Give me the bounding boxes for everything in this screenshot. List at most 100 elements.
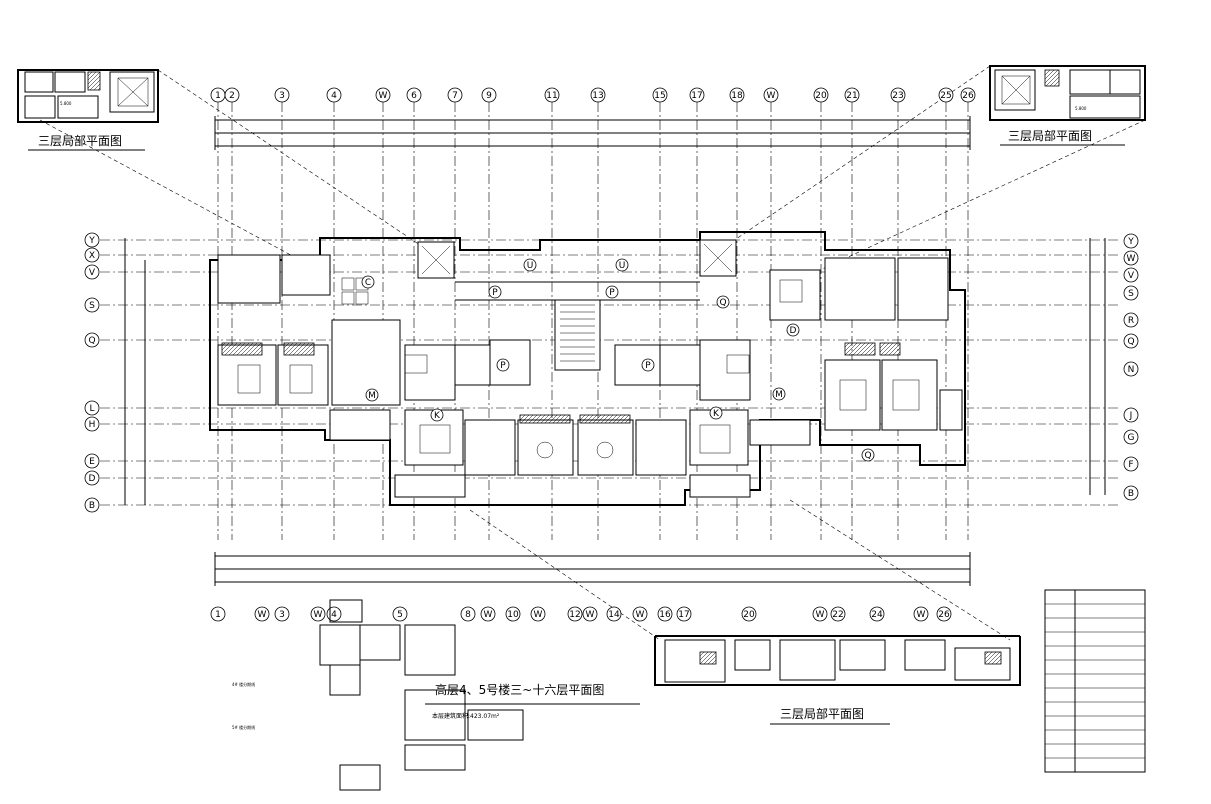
axis-bubble-right: R	[1123, 312, 1139, 328]
axis-bubble-left: Y	[84, 232, 100, 248]
room-bubble: Q	[716, 295, 730, 309]
svg-text:B: B	[89, 501, 95, 511]
axis-bubble-left: V	[84, 264, 100, 280]
axis-bubble-left: D	[84, 470, 100, 486]
axis-bubble-left: X	[84, 247, 100, 263]
svg-text:P: P	[500, 361, 506, 371]
axis-bubble-right: G	[1123, 429, 1139, 445]
svg-text:U: U	[619, 261, 626, 271]
svg-text:11: 11	[546, 91, 557, 101]
axis-bubble-bottom: W	[632, 606, 648, 622]
axis-bubble-right: N	[1123, 361, 1139, 377]
svg-text:24: 24	[871, 610, 883, 620]
partial-plan-title-bottom: 三层局部平面图	[780, 706, 864, 721]
svg-text:4# 楼分期线: 4# 楼分期线	[232, 681, 255, 687]
axis-bubble-bottom: W	[310, 606, 326, 622]
svg-text:M: M	[775, 390, 783, 400]
svg-text:5.800: 5.800	[1075, 106, 1087, 111]
svg-text:W: W	[767, 91, 776, 101]
svg-text:5.800: 5.800	[60, 101, 72, 106]
svg-text:Q: Q	[719, 298, 726, 308]
svg-text:W: W	[534, 610, 543, 620]
axis-bubble-bottom: W	[254, 606, 270, 622]
svg-text:8: 8	[465, 610, 471, 620]
room-bubble: K	[430, 408, 444, 422]
room-bubble: C	[361, 275, 375, 289]
svg-text:G: G	[1128, 433, 1135, 443]
axis-bubble-right: J	[1123, 407, 1139, 423]
axis-bubble-top: 1	[210, 87, 226, 103]
axis-bubble-bottom: 12	[567, 606, 583, 622]
axis-bubble-left: B	[84, 497, 100, 513]
axis-bubble-top: 3	[274, 87, 290, 103]
svg-text:K: K	[434, 411, 441, 421]
svg-text:17: 17	[691, 91, 702, 101]
axis-bubble-top: 25	[938, 87, 954, 103]
axis-bubble-bottom: W	[582, 606, 598, 622]
svg-text:20: 20	[743, 610, 755, 620]
axis-bubble-bottom: 5	[392, 606, 408, 622]
partial-plan-top-left: 5.800	[17, 69, 159, 123]
svg-text:U: U	[527, 261, 534, 271]
svg-text:26: 26	[938, 610, 950, 620]
axis-bubble-top: 23	[890, 87, 906, 103]
svg-text:16: 16	[659, 610, 671, 620]
leader-lines	[39, 65, 1146, 641]
svg-text:R: R	[1128, 316, 1134, 326]
axis-bubble-right: Y	[1123, 233, 1139, 249]
svg-text:E: E	[89, 457, 95, 467]
svg-text:2: 2	[229, 91, 235, 101]
floor-level-table	[1044, 589, 1146, 773]
axis-bubble-bottom: 3	[274, 606, 290, 622]
room-bubble: M	[365, 388, 379, 402]
svg-text:W: W	[314, 610, 323, 620]
axis-bubble-top: 18	[729, 87, 745, 103]
svg-text:4: 4	[331, 91, 337, 101]
room-bubble: P	[641, 358, 655, 372]
axis-bubble-top: 13	[590, 87, 606, 103]
svg-text:P: P	[609, 288, 615, 298]
room-bubble: P	[496, 358, 510, 372]
axis-bubble-bottom: 4	[326, 606, 342, 622]
svg-text:Q: Q	[1127, 337, 1134, 347]
axis-bubble-right: W	[1123, 250, 1139, 266]
axis-bubble-top: 4	[326, 87, 342, 103]
axis-bubble-bottom: W	[812, 606, 828, 622]
svg-text:D: D	[790, 326, 797, 336]
svg-text:4: 4	[331, 610, 337, 620]
svg-text:J: J	[1129, 411, 1133, 421]
svg-text:S: S	[89, 301, 95, 311]
svg-text:S: S	[1128, 289, 1134, 299]
svg-text:B: B	[1128, 489, 1134, 499]
svg-text:K: K	[713, 409, 720, 419]
svg-text:13: 13	[592, 91, 603, 101]
svg-text:X: X	[89, 251, 95, 261]
svg-text:L: L	[89, 404, 94, 414]
svg-text:W: W	[484, 610, 493, 620]
svg-text:H: H	[89, 420, 96, 430]
axis-bubble-top: W	[763, 87, 779, 103]
room-bubble: Q	[861, 448, 875, 462]
axis-bubble-bottom: 20	[741, 606, 757, 622]
svg-text:Y: Y	[88, 236, 95, 246]
svg-text:N: N	[1128, 365, 1135, 375]
axis-bubble-bottom: W	[913, 606, 929, 622]
axis-bubble-top: 7	[447, 87, 463, 103]
axis-bubble-bottom: W	[480, 606, 496, 622]
svg-text:V: V	[1128, 271, 1135, 281]
svg-text:12: 12	[569, 610, 580, 620]
svg-text:Q: Q	[88, 336, 95, 346]
axis-bubble-bottom: 10	[505, 606, 521, 622]
axis-bubble-top: 11	[544, 87, 560, 103]
svg-text:6: 6	[411, 91, 417, 101]
svg-text:D: D	[89, 474, 96, 484]
axis-bubble-right: Q	[1123, 333, 1139, 349]
svg-text:1: 1	[215, 610, 221, 620]
axis-bubble-top: 15	[652, 87, 668, 103]
axis-bubble-right: S	[1123, 285, 1139, 301]
svg-text:P: P	[645, 361, 651, 371]
svg-text:17: 17	[678, 610, 689, 620]
svg-text:14: 14	[608, 610, 620, 620]
